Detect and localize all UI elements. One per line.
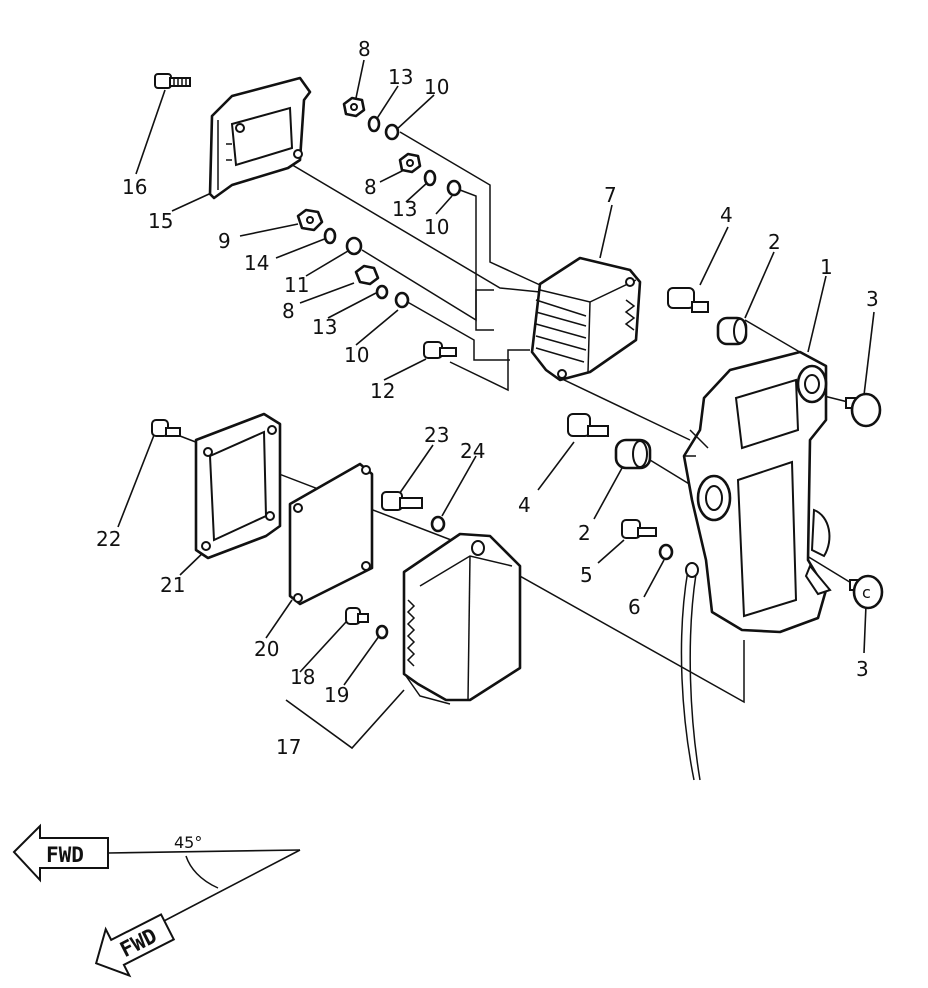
callout-7: 7 [604,183,617,207]
cap-3-top [845,392,882,428]
callout-15: 15 [148,209,173,233]
screw-5 [621,519,657,539]
callout-23: 23 [424,423,449,447]
callout-6: 6 [628,595,641,619]
callout-10-b: 10 [424,215,449,239]
callout-8-b: 8 [364,175,377,199]
fwd-label: FWD [46,843,84,867]
callout-11: 11 [284,273,309,297]
bolt-4-mid [567,413,609,437]
svg-text:c: c [862,583,871,602]
callout-8-c: 8 [282,299,295,323]
callout-labels: 1 2 2 3 3 4 4 5 6 7 8 8 8 9 10 10 10 11 … [96,37,879,759]
callout-10-a: 10 [424,75,449,99]
callout-13-c: 13 [312,315,337,339]
fwd-indicator: FWD 45° FWD [12,823,301,978]
fwd-arrow-rotated-icon [94,913,176,978]
callout-4-mid: 4 [518,493,531,517]
callout-12: 12 [370,379,395,403]
callout-13-b: 13 [392,197,417,221]
grommet-2-mid [614,438,652,470]
bolt-16 [154,73,191,89]
grommet-2-top [716,316,748,346]
cap-3-bottom: c [849,574,884,610]
screw-18 [345,607,369,625]
callout-24: 24 [460,439,485,463]
washer-6 [658,543,674,561]
callout-3-top: 3 [866,287,879,311]
callout-21: 21 [160,573,185,597]
callout-4-top: 4 [720,203,733,227]
screw-22 [151,419,181,437]
callout-9: 9 [218,229,231,253]
cdi-unit-17 [402,532,522,705]
callout-13-a: 13 [388,65,413,89]
bolt-4-top [667,287,709,313]
mount-plate-1 [682,350,832,634]
cover-21 [194,412,282,560]
callout-16: 16 [122,175,147,199]
callout-17: 17 [276,735,301,759]
washer-19 [375,624,389,640]
callout-20: 20 [254,637,279,661]
bolt-23 [381,491,423,511]
callout-14: 14 [244,251,269,275]
washer-24 [430,515,446,533]
callout-10-c: 10 [344,343,369,367]
callout-8-a: 8 [358,37,371,61]
callout-22: 22 [96,527,121,551]
callout-3-bottom: 3 [856,657,869,681]
rectifier-7 [530,256,642,382]
hardware-upper [296,96,462,359]
callout-19: 19 [324,683,349,707]
leader-lines [117,59,875,781]
callout-1: 1 [820,255,833,279]
callout-2-mid: 2 [578,521,591,545]
angle-label: 45° [174,833,202,852]
bracket-15 [208,76,312,200]
ground-lead-terminal [685,562,699,578]
callout-5: 5 [580,563,593,587]
callout-18: 18 [290,665,315,689]
gasket-20 [288,462,374,606]
callout-2-top: 2 [768,230,781,254]
parts: c [151,73,884,705]
